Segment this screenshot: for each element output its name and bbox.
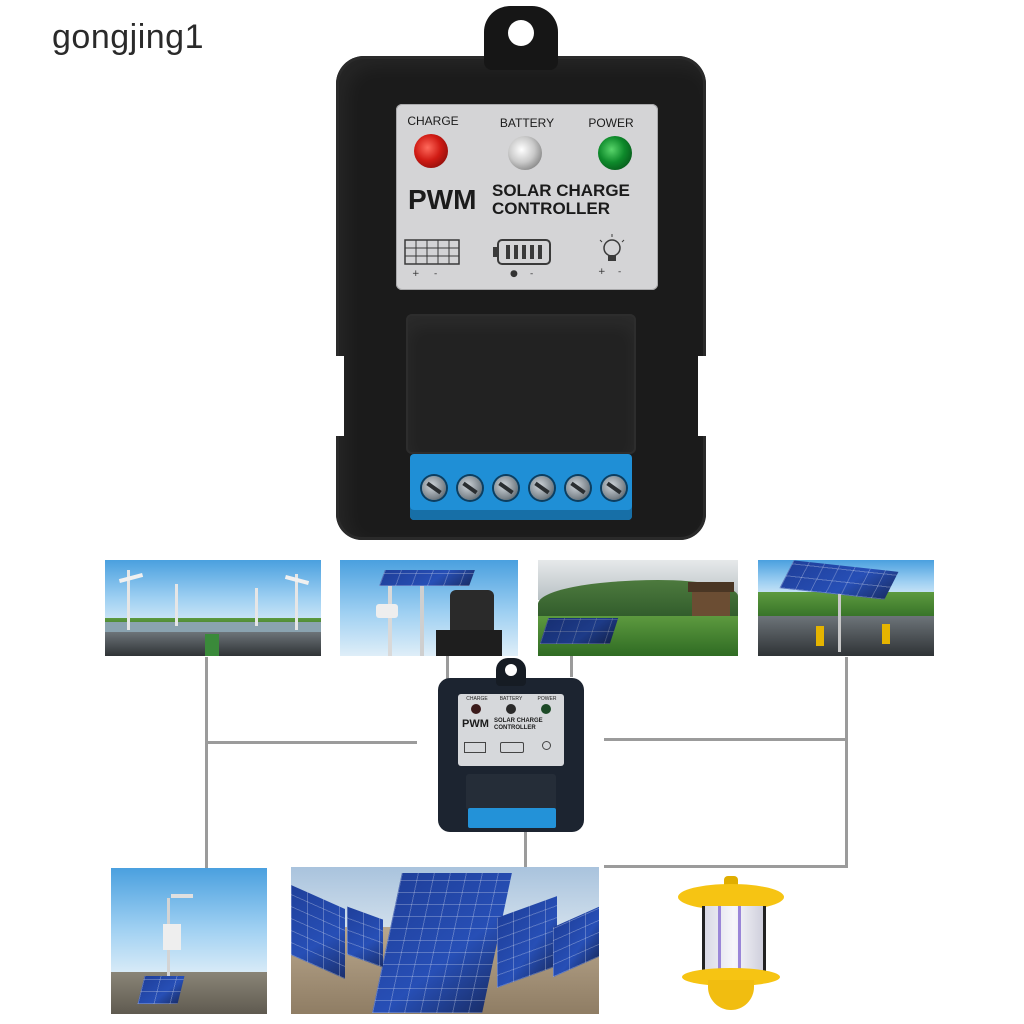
mini-label-panel: CHARGE BATTERY POWER PWM SOLAR CHARGE CO… xyxy=(458,694,564,766)
terminal-screw-3 xyxy=(494,476,518,500)
charge-indicator-label: CHARGE xyxy=(407,114,459,128)
mini-power-label: POWER xyxy=(537,696,557,702)
model-line-2: CONTROLLER xyxy=(492,199,611,218)
battery-indicator-label: BATTERY xyxy=(499,116,555,130)
terminal-screw-4 xyxy=(530,476,554,500)
mini-battery-label: BATTERY xyxy=(499,696,523,702)
mini-model-line-1: SOLAR CHARGE xyxy=(494,718,543,724)
connector-line xyxy=(604,865,848,868)
mini-charge-label: CHARGE xyxy=(466,696,488,702)
weather-station-photo xyxy=(111,868,267,1014)
connector-line xyxy=(524,832,527,868)
mini-solar-panel-icon xyxy=(464,742,486,753)
mini-terminal-block xyxy=(468,808,556,828)
terminal-cover xyxy=(406,314,636,454)
watermark: gongjing1 xyxy=(52,18,204,56)
roadside-solar-panel-photo xyxy=(758,560,934,656)
power-indicator-label: POWER xyxy=(588,116,634,130)
charge-controller-mini: CHARGE BATTERY POWER PWM SOLAR CHARGE CO… xyxy=(438,658,584,832)
terminal-screw-2 xyxy=(458,476,482,500)
model-line-1: SOLAR CHARGE xyxy=(492,181,630,200)
mini-brand-text: PWM xyxy=(462,718,489,730)
insect-killer-lamp-photo xyxy=(668,876,794,1016)
mini-charge-led xyxy=(471,704,481,714)
connector-line xyxy=(205,657,208,869)
charge-controller-main: CHARGE BATTERY POWER PWM SOLAR CHARGE CO… xyxy=(336,6,706,540)
street-lights-photo xyxy=(105,560,321,656)
terminal-screw-6 xyxy=(602,476,626,500)
svg-text:-: - xyxy=(434,269,437,278)
mini-battery-icon xyxy=(500,742,524,753)
connector-line xyxy=(205,741,417,744)
svg-text:-: - xyxy=(618,267,621,277)
terminal-screw-5 xyxy=(566,476,590,500)
light-bulb-icon: + - xyxy=(598,234,625,277)
mount-slot-left xyxy=(336,356,344,436)
front-label-panel: CHARGE BATTERY POWER PWM SOLAR CHARGE CO… xyxy=(396,104,658,290)
connector-line xyxy=(446,655,449,685)
terminal-block xyxy=(410,454,632,520)
rural-solar-panels-photo xyxy=(538,560,738,656)
connector-line xyxy=(845,657,848,867)
terminal-screw-1 xyxy=(422,476,446,500)
svg-text:●: ● xyxy=(510,269,518,278)
charge-led xyxy=(414,134,448,168)
mini-light-bulb-icon xyxy=(542,741,551,750)
mini-model-line-2: CONTROLLER xyxy=(494,725,536,731)
mini-power-led xyxy=(541,704,551,714)
mini-battery-led xyxy=(506,704,516,714)
brand-text: PWM xyxy=(408,184,477,215)
hanging-hole xyxy=(508,20,534,46)
connector-line xyxy=(604,738,846,741)
svg-text:+: + xyxy=(598,267,606,277)
mini-hanging-hole xyxy=(505,664,517,676)
mini-terminal-cover xyxy=(466,774,556,810)
battery-icon: ● - xyxy=(493,239,551,278)
mount-slot-right xyxy=(698,356,706,436)
connector-line xyxy=(570,655,573,677)
svg-text:+: + xyxy=(412,269,420,278)
solar-farm-photo xyxy=(291,867,599,1014)
svg-text:-: - xyxy=(530,269,533,278)
solar-panel-icon: + - xyxy=(404,239,460,278)
battery-led xyxy=(508,136,542,170)
power-led xyxy=(598,136,632,170)
solar-monitoring-camera-photo xyxy=(340,560,518,656)
